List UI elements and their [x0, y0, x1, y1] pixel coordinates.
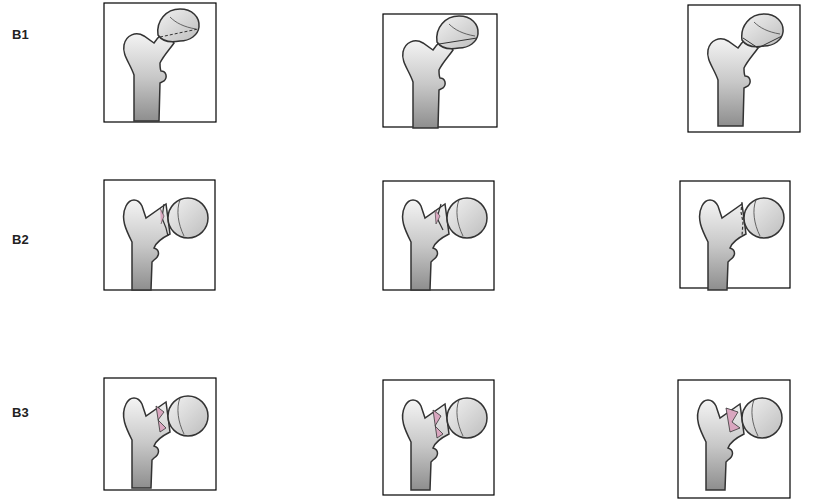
row-label: B2	[12, 232, 29, 247]
row-label: B3	[12, 405, 29, 420]
row-label: B1	[12, 27, 29, 42]
